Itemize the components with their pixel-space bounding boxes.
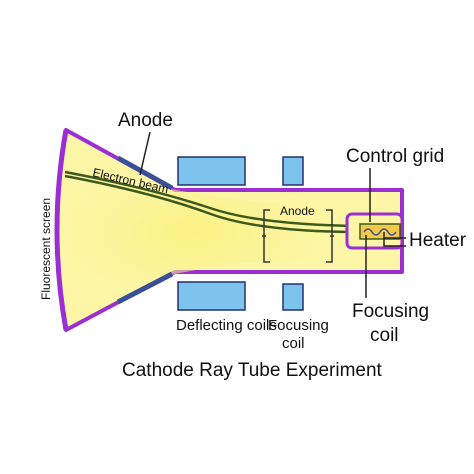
tube-glow <box>71 165 340 300</box>
anode-plate-top <box>116 155 174 191</box>
heater-coil <box>363 228 397 236</box>
focusing-coil-top <box>282 156 304 186</box>
deflecting-coil-bottom <box>177 281 246 311</box>
focusing-coil-bottom <box>282 283 304 311</box>
inner-anode-label: Anode <box>280 204 315 218</box>
control-grid-label: Control grid <box>346 146 444 167</box>
caption: Cathode Ray Tube Experiment <box>122 360 383 381</box>
electron-beam-lower <box>64 174 361 234</box>
focusing-coil-bottom-label-line2: coil <box>282 335 305 352</box>
focusing-coil-right-label-line1: Focusing <box>352 301 429 322</box>
deflecting-coils-label: Deflecting coils <box>176 317 277 334</box>
deflecting-coil-top <box>177 156 246 186</box>
focusing-coil-right-label-line2: coil <box>370 325 399 346</box>
anode-label: Anode <box>118 110 173 131</box>
electron-beam-upper <box>64 170 361 228</box>
anode-plate-bottom <box>116 271 174 305</box>
fluorescent-screen <box>54 129 69 331</box>
anode-leader-line <box>139 131 151 176</box>
heater-lead-wire <box>383 232 406 247</box>
heater-label: Heater <box>409 230 467 251</box>
fluorescent-screen-label: Fluorescent screen <box>39 198 53 300</box>
focusing-coil-bottom-label-line1: Focusing <box>268 317 329 334</box>
